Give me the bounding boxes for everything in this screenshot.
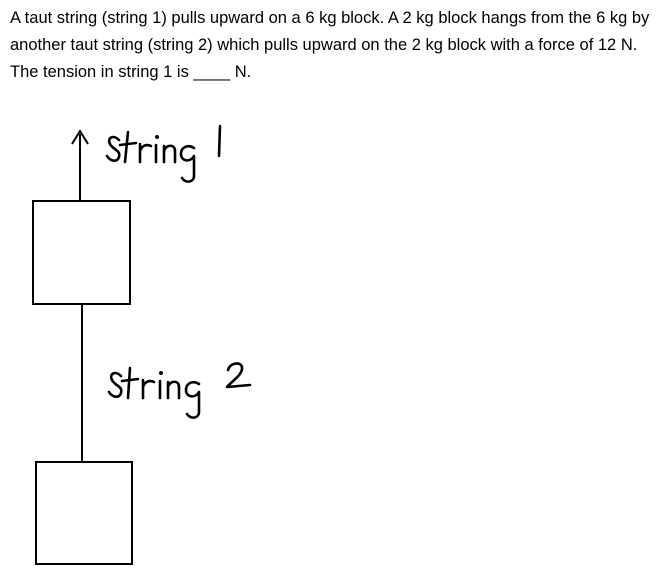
question-text: A taut string (string 1) pulls upward on…	[10, 9, 650, 81]
string-2-label	[107, 362, 252, 419]
lower-block	[35, 461, 133, 565]
up-arrow-icon	[71, 129, 89, 145]
upper-block	[32, 200, 131, 305]
i-dot	[155, 135, 159, 139]
i-dot	[159, 371, 163, 375]
string-1-label	[105, 124, 222, 183]
